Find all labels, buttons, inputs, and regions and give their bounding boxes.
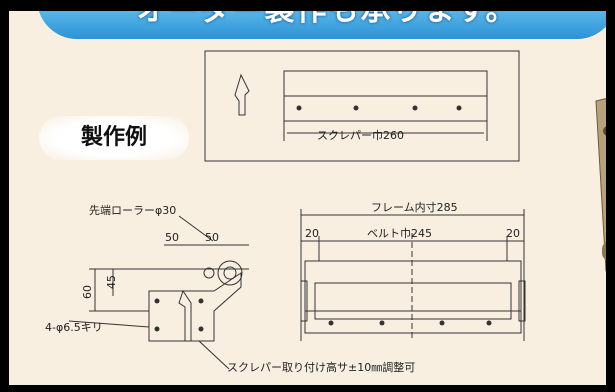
dim-50-b: 50 — [205, 231, 219, 244]
product-photo — [595, 97, 606, 272]
dim-20-right: 20 — [506, 227, 520, 240]
dim-60: 60 — [81, 285, 94, 299]
sample-label: 製作例 — [39, 116, 189, 160]
bracket — [148, 272, 242, 342]
frame-front-view — [304, 260, 522, 334]
belt-width-label: ベルト巾245 — [367, 226, 432, 240]
adjust-label: スクレパー取り付け高サ±10㎜調整可 — [227, 360, 415, 374]
scraper-width-label: スクレパー巾260 — [317, 128, 404, 142]
roller-circle — [217, 260, 243, 286]
hole-mark — [456, 105, 462, 111]
title-banner: オーダー製作も承ります。 — [37, 11, 606, 39]
dim-20-left: 20 — [305, 227, 319, 240]
holes-label: 4-φ6.5キリ — [45, 321, 103, 334]
dim-50-a: 50 — [165, 231, 179, 244]
document-frame: オーダー製作も承ります。 製作例 スクレパー巾260 — [6, 8, 609, 388]
top-drawing-box — [204, 50, 520, 162]
scraper-blade-side — [178, 289, 192, 342]
hole-mark — [296, 105, 302, 111]
roller-label: 先端ローラーφ30 — [89, 204, 176, 217]
scraper-profile — [234, 73, 250, 116]
dim-45: 45 — [105, 275, 118, 289]
frame-inner-label: フレーム内寸285 — [371, 200, 458, 214]
technical-drawing: スクレパー巾260 先端ローラーφ30 50 50 60 — [45, 50, 526, 374]
hole-mark — [412, 105, 418, 111]
hole-mark — [353, 105, 359, 111]
